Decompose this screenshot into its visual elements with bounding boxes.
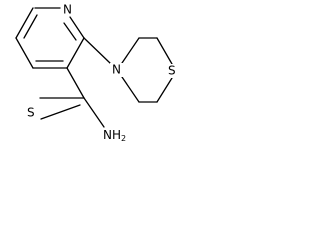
bond-c2-morpholine-n — [83, 37, 111, 64]
bond-s1-c6 — [156, 77, 173, 103]
bond-c5-c6-inner — [23, 14, 38, 39]
ring-sulfur-label: S — [168, 64, 176, 78]
bond-c5-n4 — [121, 76, 140, 103]
bond-c4-c5 — [15, 37, 34, 69]
bond-c-nh2 — [83, 97, 105, 128]
pyridine-nitrogen-label: N — [63, 3, 72, 17]
thioamide-group — [39, 67, 105, 128]
bond-c-s-double-2 — [40, 104, 81, 120]
bond-c2-c3 — [66, 37, 85, 69]
bond-n4-c3 — [121, 37, 140, 64]
amide-nh-text: NH — [103, 128, 121, 142]
bond-n1-c2-inner — [63, 22, 77, 41]
bond-c2-s1 — [156, 37, 173, 65]
bond-c5-c6 — [15, 7, 34, 39]
bond-c3-thioamide-c — [66, 67, 85, 99]
thione-sulfur-label: S — [27, 106, 35, 120]
amide-nitrogen-label: NH2 — [103, 128, 126, 143]
pyridine-ring — [15, 7, 85, 69]
thiomorpholine-ring — [121, 37, 173, 103]
bond-n1-c2 — [69, 16, 85, 39]
morpholine-nitrogen-label: N — [112, 63, 121, 77]
chemical-structure: N N S S NH2 — [15, 2, 178, 143]
amide-subscript-2: 2 — [121, 134, 126, 143]
